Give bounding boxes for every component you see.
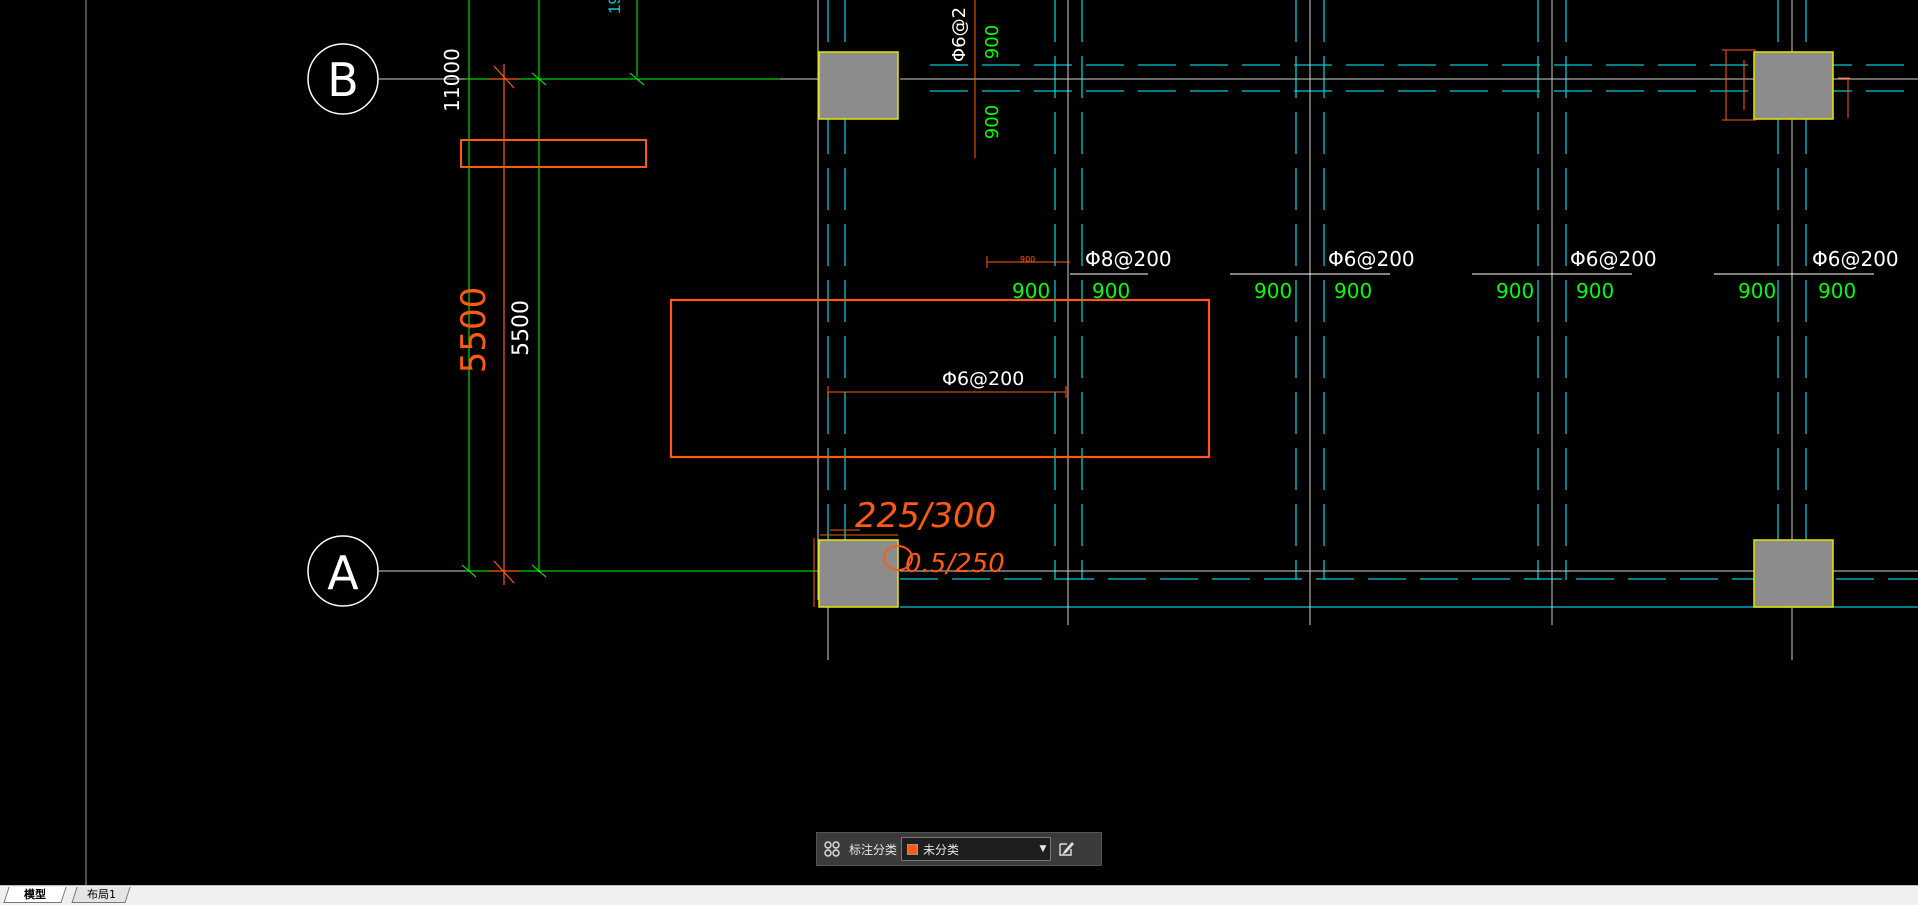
tab-layout1[interactable]: 布局1 xyxy=(71,887,131,903)
column-b-left[interactable] xyxy=(818,51,899,120)
vertical-dim-mid: 900 xyxy=(982,105,1003,139)
handwritten-line-2: 0.5/250 xyxy=(905,549,1005,579)
rebar-bay-2: Φ6@200 900 900 xyxy=(1230,247,1415,303)
layout-tab-bar: 模型 布局1 xyxy=(0,885,1918,905)
rebar-label-3: Φ6@200 xyxy=(1570,247,1657,271)
bay-dim-4b: 900 xyxy=(1818,279,1856,303)
axis-bubble-b: B xyxy=(307,43,379,115)
top-cut-dim: 19 xyxy=(605,0,624,14)
green-dimension-lines xyxy=(461,0,820,578)
handwritten-note: 225/300 0.5/250 xyxy=(855,496,1005,579)
small-dim-label: 900 xyxy=(1020,255,1035,264)
bay-dim-4a: 900 xyxy=(1738,279,1776,303)
annotation-category-select[interactable]: 未分类 ▼ xyxy=(901,837,1052,861)
bay-dim-2b: 900 xyxy=(1334,279,1372,303)
axis-label-a: A xyxy=(327,546,359,600)
markup-rect-large[interactable] xyxy=(669,298,1211,459)
category-selected-value: 未分类 xyxy=(923,842,960,857)
axis-label-b: B xyxy=(327,53,359,107)
column-orange-dims xyxy=(813,49,1850,607)
bay-dim-3a: 900 xyxy=(1496,279,1534,303)
bay-dim-3b: 900 xyxy=(1576,279,1614,303)
top-rebar-label: Φ6@2 xyxy=(949,7,970,62)
rebar-label-2: Φ6@200 xyxy=(1328,247,1415,271)
edit-icon[interactable] xyxy=(1051,833,1081,865)
cad-drawing-canvas[interactable]: B A 19 11000 5500 5500 xyxy=(0,0,1918,885)
rebar-bay-1: 900 Φ8@200 900 900 xyxy=(986,247,1172,303)
rebar-label-1: Φ8@200 xyxy=(1085,247,1172,271)
column-a-right[interactable] xyxy=(1753,539,1834,608)
cyan-dashed-grid-h xyxy=(900,64,1918,580)
bay-dim-2a: 900 xyxy=(1254,279,1292,303)
dim-total-11000: 11000 xyxy=(440,48,464,112)
markup-rect-small[interactable] xyxy=(460,139,647,168)
handwritten-line-1: 225/300 xyxy=(855,496,996,536)
chevron-down-icon: ▼ xyxy=(1039,844,1047,854)
axis-bubble-a: A xyxy=(307,535,379,607)
tab-layout1-label: 布局1 xyxy=(86,888,116,901)
annotation-category-label: 标注分类 xyxy=(849,842,898,857)
column-b-right[interactable] xyxy=(1753,51,1834,120)
rebar-mid-label: Φ6@200 xyxy=(942,368,1024,390)
orange-dimension-line xyxy=(490,64,520,585)
rebar-mid-dim: Φ6@200 xyxy=(827,368,1067,398)
rebar-label-4: Φ6@200 xyxy=(1812,247,1899,271)
category-color-swatch xyxy=(907,843,919,855)
grid-apps-icon[interactable] xyxy=(817,833,847,865)
rebar-bay-4: Φ6@200 900 900 xyxy=(1714,247,1899,303)
dim-orange-5500: 5500 xyxy=(454,287,494,374)
rebar-bay-3: Φ6@200 900 900 xyxy=(1472,247,1657,303)
tab-model-label: 模型 xyxy=(24,888,46,901)
vertical-dim-top: 900 xyxy=(982,25,1003,59)
dim-white-5500: 5500 xyxy=(509,300,534,356)
tab-model[interactable]: 模型 xyxy=(3,887,67,903)
column-a-left[interactable] xyxy=(818,539,899,608)
annotation-toolbar: 标注分类 未分类 ▼ xyxy=(816,832,1102,866)
